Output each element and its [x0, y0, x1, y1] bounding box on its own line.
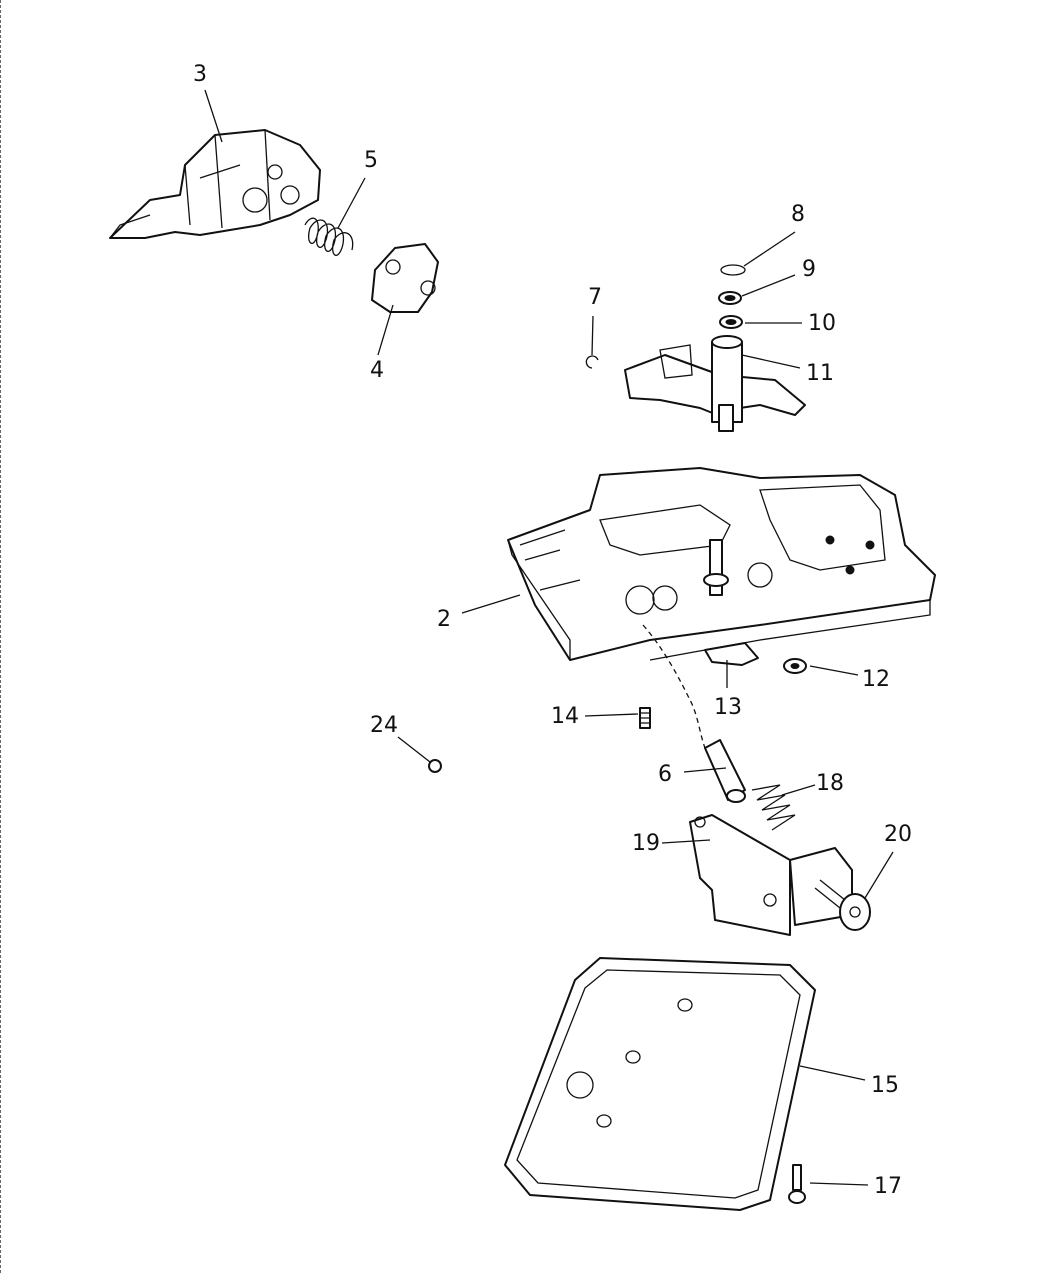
part-6-valve — [642, 624, 746, 803]
part-24-ball — [428, 759, 442, 773]
part-13-detent — [704, 642, 759, 666]
leader-lines — [204, 89, 894, 1186]
callout-17: 17 — [874, 1174, 902, 1199]
callout-11: 11 — [806, 361, 834, 386]
callout-15: 15 — [871, 1073, 899, 1098]
callout-14: 14 — [551, 704, 579, 729]
part-7-ring — [585, 355, 599, 369]
callout-8: 8 — [791, 202, 805, 227]
callout-9: 9 — [802, 257, 816, 282]
part-4-cover-plate — [371, 243, 439, 313]
part-5-spring — [304, 217, 354, 256]
callout-4: 4 — [370, 358, 384, 383]
part-15-filter — [504, 957, 816, 1211]
callout-10: 10 — [808, 311, 836, 336]
part-18-spring — [751, 784, 796, 831]
callout-13: 13 — [714, 695, 742, 720]
callout-2: 2 — [437, 607, 451, 632]
part-14-plug — [639, 707, 651, 729]
callout-19: 19 — [632, 831, 660, 856]
part-20-adjust-screw — [814, 879, 871, 931]
part-3-housing — [109, 129, 321, 239]
part-8-clip — [720, 264, 746, 276]
page-edge-dashed-line — [0, 0, 3, 1273]
part-9-washer — [718, 291, 742, 305]
callout-5: 5 — [364, 148, 378, 173]
callout-7: 7 — [588, 285, 602, 310]
part-19-bracket — [689, 814, 853, 936]
callout-18: 18 — [816, 771, 844, 796]
part-12-nut — [783, 658, 807, 674]
callout-3: 3 — [193, 62, 207, 87]
part-11-manual-lever — [624, 335, 806, 432]
callout-12: 12 — [862, 667, 890, 692]
part-17-screw — [788, 1164, 806, 1204]
callout-20: 20 — [884, 822, 912, 847]
callout-24: 24 — [370, 713, 398, 738]
part-2-valve-body — [507, 467, 936, 661]
part-10-seal — [719, 315, 743, 329]
callout-6: 6 — [658, 762, 672, 787]
